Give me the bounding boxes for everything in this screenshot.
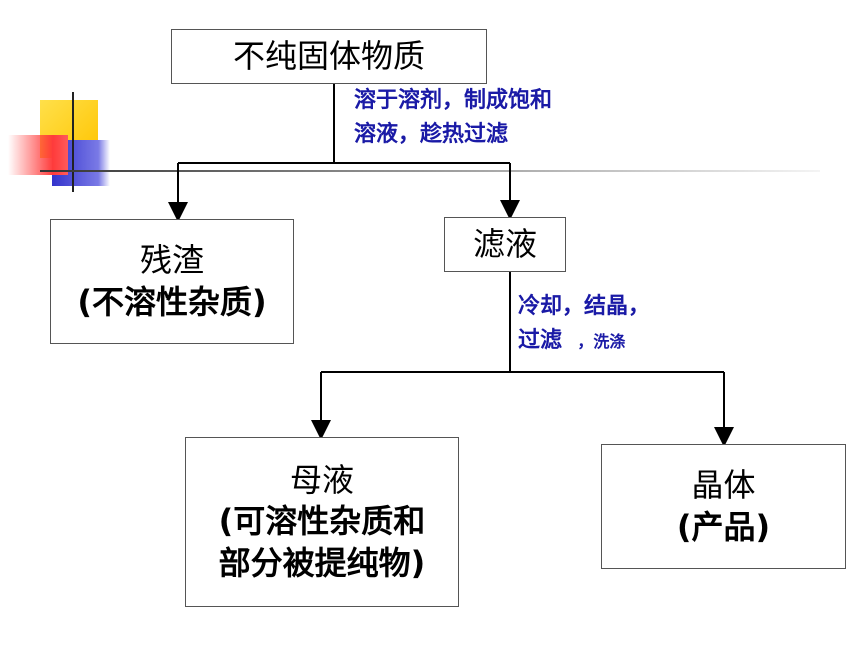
node-mother-sub1: (可溶性杂质和 — [218, 502, 426, 541]
node-mother-liquor: 母液 (可溶性杂质和 部分被提纯物) — [185, 437, 459, 607]
node-residue: 残渣 (不溶性杂质) — [50, 219, 294, 344]
node-crystal-sub: (产品) — [676, 507, 771, 546]
node-filtrate: 滤液 — [444, 217, 566, 272]
step2-line2-small: ，洗涤 — [577, 332, 626, 352]
step1-note: 溶于溶剂，制成饱和 溶液，趁热过滤 — [354, 84, 552, 152]
node-start: 不纯固体物质 — [171, 29, 487, 84]
node-crystal-label: 晶体 — [691, 465, 756, 504]
step2-line1: 冷却，结晶， — [518, 294, 651, 319]
node-filtrate-label: 滤液 — [472, 224, 537, 263]
step1-line2: 溶液，趁热过滤 — [354, 122, 509, 148]
deco-vertical-rule — [72, 92, 74, 192]
deco-horizontal-rule — [40, 170, 820, 172]
node-residue-label: 残渣 — [139, 240, 204, 279]
step2-note: 冷却，结晶， 过滤 ，洗涤 — [518, 290, 650, 358]
node-start-label: 不纯固体物质 — [232, 36, 425, 75]
deco-red-block — [8, 135, 68, 175]
node-mother-sub2: 部分被提纯物) — [218, 543, 426, 582]
node-mother-label: 母液 — [289, 460, 354, 499]
node-crystal: 晶体 (产品) — [601, 444, 846, 569]
node-residue-sub: (不溶性杂质) — [77, 282, 267, 321]
step1-line1: 溶于溶剂，制成饱和 — [354, 88, 553, 113]
step2-line2: 过滤 — [518, 328, 563, 354]
